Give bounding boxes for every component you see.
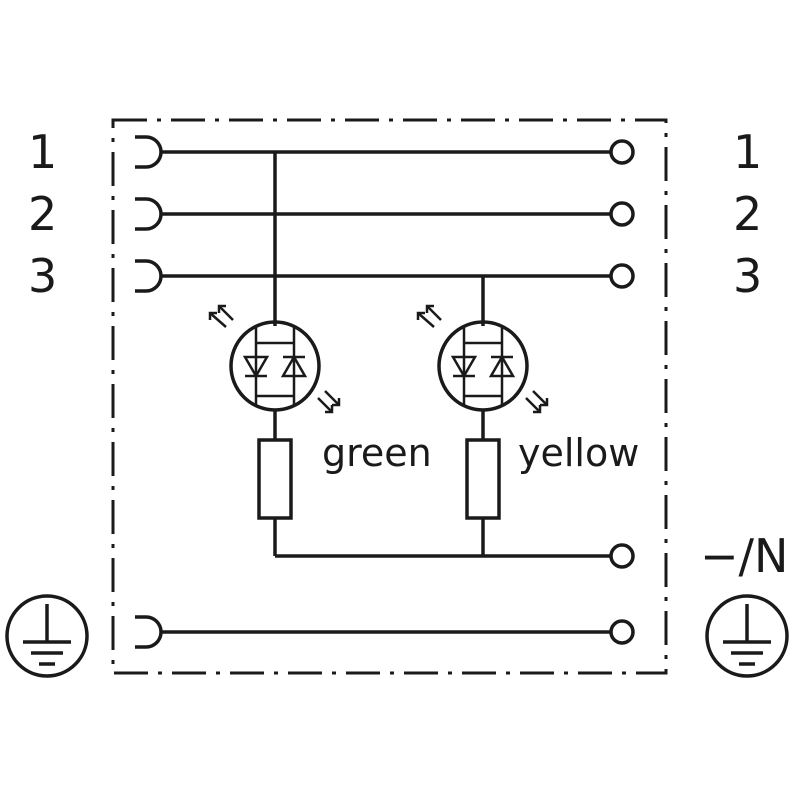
bicolor-led-icon	[208, 304, 341, 414]
socket-contact-icon	[135, 197, 163, 231]
right-pin-3-label: 3	[733, 249, 762, 303]
left-pin-3-label: 3	[28, 249, 57, 303]
protective-earth-icon	[705, 594, 789, 678]
socket-contact-icon	[135, 615, 163, 649]
protective-earth-icon	[5, 594, 89, 678]
socket-contact-icon	[135, 259, 163, 293]
terminal-circle-icon	[609, 139, 635, 165]
resistor-icon	[465, 438, 501, 520]
terminal-circle-icon	[609, 201, 635, 227]
socket-contact-icon	[135, 135, 163, 169]
yellow-led-label: yellow	[518, 431, 639, 475]
terminal-circle-icon	[609, 543, 635, 569]
right-pin-1-label: 1	[733, 125, 762, 179]
left-pin-1-label: 1	[28, 125, 57, 179]
terminal-circle-icon	[609, 619, 635, 645]
resistor-icon	[257, 438, 293, 520]
left-pin-2-label: 2	[28, 187, 57, 241]
terminal-circle-icon	[609, 263, 635, 289]
neutral-label: −/N	[700, 529, 788, 583]
enclosure-border	[111, 118, 668, 675]
right-pin-2-label: 2	[733, 187, 762, 241]
green-led-label: green	[322, 431, 432, 475]
bicolor-led-icon	[416, 304, 549, 414]
